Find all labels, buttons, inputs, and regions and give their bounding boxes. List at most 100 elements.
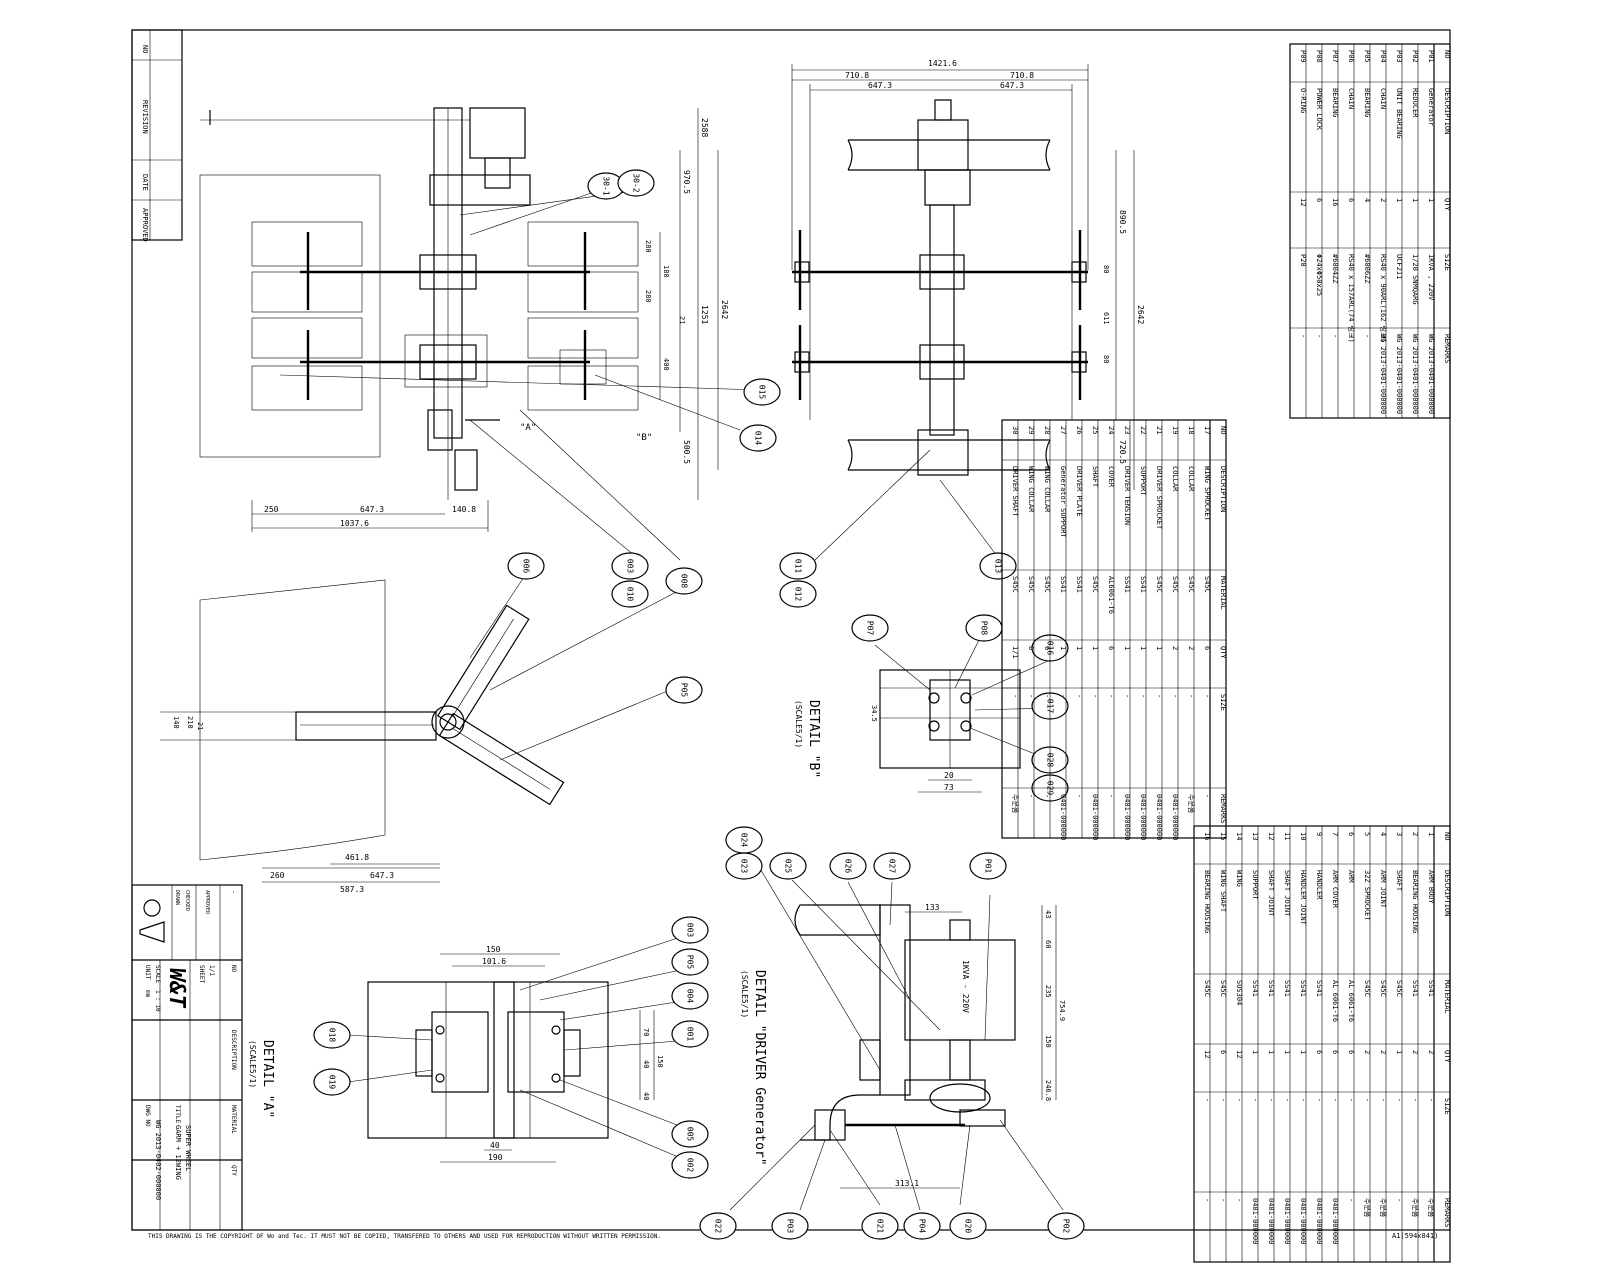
dim-left-total: 2642 [720, 300, 729, 319]
table-cell: P09 [1299, 50, 1307, 63]
tb-title: SUPER WHEEL [184, 1125, 192, 1171]
table-cell: - [1379, 1098, 1387, 1102]
balloon-label: 025 [784, 859, 793, 874]
dim-db-w2: 73 [944, 783, 954, 792]
table-cell: 0401-000000 [1299, 1198, 1307, 1244]
table-cell: AL 6061-T6 [1347, 980, 1355, 1022]
table-cell: 0401-000000 [1283, 1198, 1291, 1244]
table-cell: ARM COVER [1331, 870, 1339, 909]
wing-view: 210 140 21 461.8 260 647.3 587.3 [160, 567, 681, 894]
balloon-003: 003 [611, 552, 649, 580]
table-cell: 1/20 SNMQARG [1411, 254, 1419, 305]
balloon-018: 018 [313, 1021, 351, 1049]
table-cell: WING [1235, 870, 1243, 887]
table-cell: S45C [1363, 980, 1371, 997]
dim-dg-v5: 246.8 [1044, 1080, 1052, 1101]
dim-left-s1: 280 [644, 240, 652, 253]
dim-top-half-r: 710.8 [1010, 71, 1034, 80]
balloon-p02: P02 [1047, 1212, 1085, 1240]
table-cell: 26 [1075, 426, 1083, 434]
table-cell: SHAFT JOINT [1267, 870, 1275, 917]
balloon-p04: P04 [903, 1212, 941, 1240]
table-cell: SS41 [1299, 980, 1307, 997]
table-cell: 1 [1123, 646, 1131, 650]
table-cell: 주문품 [1363, 1198, 1371, 1218]
balloon-005: 005 [671, 1120, 709, 1148]
table-cell: 0401-000000 [1331, 1198, 1339, 1244]
table-cell: - [1219, 1098, 1227, 1102]
table-cell: - [1075, 794, 1083, 798]
dim-dg-w1: 133 [925, 903, 940, 912]
dim-right-h3: 720.5 [1118, 440, 1127, 464]
table-cell: 6 [1203, 646, 1211, 650]
table-cell: 2 [1187, 646, 1195, 650]
table-cell: S45C [1379, 980, 1387, 997]
table-cell: SUPPORT [1139, 466, 1147, 496]
dim-left-h1: 2588 [700, 118, 709, 137]
table-cell: SS41 [1427, 980, 1435, 997]
table-cell: - [1043, 694, 1051, 698]
tb-subtitle: GARM + 12WING [174, 1125, 182, 1180]
table-cell: 12 [1203, 1050, 1211, 1058]
dim-left-h3: 1251 [700, 305, 709, 324]
table-cell: BEARING [1331, 88, 1339, 118]
table-cell: 4 [1363, 198, 1371, 202]
parts-table-middle: NODESCRIPTIONMATERIALQTYSIZEREMARKS17WIN… [1001, 419, 1227, 840]
table-cell: S45C [1027, 576, 1035, 593]
table-cell: COVER [1107, 466, 1115, 488]
table-cell: S45C [1091, 576, 1099, 593]
balloon-020: 020 [949, 1212, 987, 1240]
table-cell: P02 [1411, 50, 1419, 63]
table-cell: 0401-000000 [1123, 794, 1131, 840]
table-cell: - [1395, 1098, 1403, 1102]
table-cell: 1 [1139, 646, 1147, 650]
table-cell: S45C [1395, 980, 1403, 997]
table-header-cell: MATERIAL [1219, 576, 1227, 610]
table-header-cell: REMARKS [1219, 794, 1227, 824]
table-cell: S45C [1203, 576, 1211, 593]
table-cell: - [1203, 694, 1211, 698]
rev-header-date: DATE [141, 174, 149, 191]
dim-dg-v6: 754.9 [1058, 1000, 1066, 1021]
balloon-label: 026 [844, 859, 853, 874]
table-cell: 주문품 [1187, 794, 1195, 814]
dim-da-w2: 101.6 [482, 957, 506, 966]
tb-title-label: TITLE [174, 1105, 181, 1123]
dim-wing-w3: 587.3 [340, 885, 364, 894]
balloon-label: 004 [686, 989, 695, 1004]
table-cell: - [1315, 1098, 1323, 1102]
balloon-021: 021 [861, 1212, 899, 1240]
mark-b: "B" [636, 433, 652, 443]
table-cell: CHAIN [1347, 88, 1355, 109]
table-cell: SUS304 [1235, 980, 1243, 1005]
balloon-006: 006 [507, 552, 545, 580]
table-cell: 1 [1251, 1050, 1259, 1054]
balloon-label: 001 [686, 1027, 695, 1042]
table-cell: 6 [1315, 198, 1323, 202]
table-cell: - [1347, 334, 1355, 338]
table-header-cell: DESCRIPTION [1443, 870, 1451, 916]
balloon-label: 30-1 [602, 176, 611, 195]
table-cell: 9 [1315, 832, 1323, 836]
balloon-008: 008 [665, 567, 703, 595]
table-cell: - [1203, 1098, 1211, 1102]
table-cell: - [1075, 694, 1083, 698]
table-header-cell: NO [1219, 426, 1227, 434]
table-cell: 18 [1187, 426, 1195, 434]
balloon-label: 013 [994, 559, 1003, 574]
table-cell: 2 [1379, 1050, 1387, 1054]
dim-db-w1: 20 [944, 771, 954, 780]
table-cell: RS40 x 90ARL(162 링크) [1379, 254, 1387, 343]
table-cell: Generator [1427, 88, 1435, 126]
table-cell: - [1203, 794, 1211, 798]
dim-right-s2: 611 [1102, 312, 1110, 325]
table-cell: SS41 [1123, 576, 1131, 593]
tb-approved: APPROVED [204, 890, 210, 914]
table-cell: 0401-000000 [1251, 1198, 1259, 1244]
table-cell: 6 [1043, 646, 1051, 650]
table-cell: 0401-000000 [1091, 794, 1099, 840]
table-cell: 23 [1123, 426, 1131, 434]
dim-right-h1: 890.5 [1118, 210, 1127, 234]
company-logo: W&T [164, 968, 189, 1008]
